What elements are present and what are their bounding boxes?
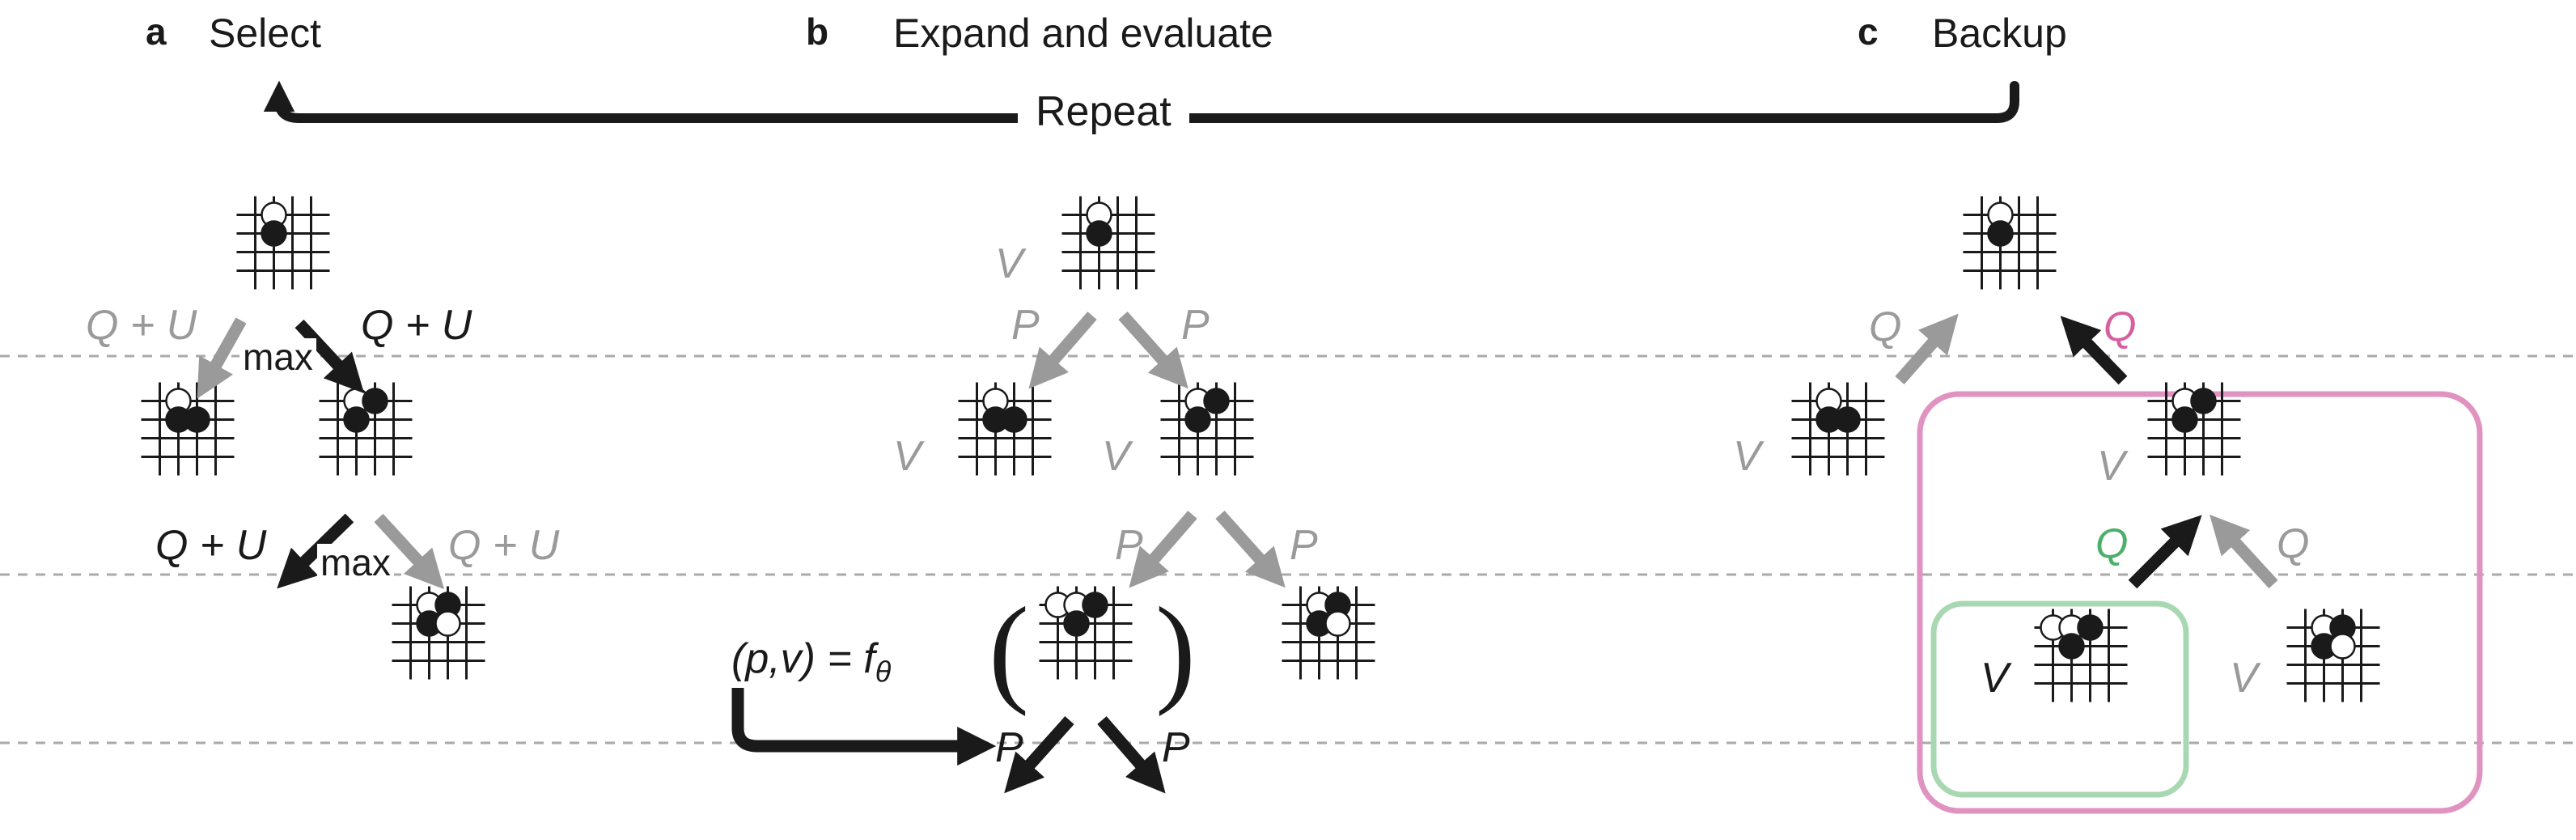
black-stone-icon (2077, 614, 2104, 641)
black-stone-icon (1063, 610, 1090, 637)
black-stone-icon (1184, 406, 1211, 433)
arrow-icon (1215, 510, 1286, 588)
network-formula-lhs: (p,v) = f (731, 635, 875, 682)
go-board-icon (392, 586, 485, 680)
p-label: P (995, 724, 1023, 771)
go-board-icon (958, 382, 1052, 476)
p-label: P (1290, 522, 1318, 569)
max-label: max (317, 544, 394, 581)
go-board-icon (1039, 586, 1133, 680)
go-board-icon (1791, 382, 1885, 476)
black-stone-icon (2058, 633, 2085, 660)
arrow-icon (1097, 716, 1166, 794)
black-stone-icon (2171, 406, 2198, 433)
q-label-leaf: Q (2095, 520, 2129, 567)
v-label: V (2230, 655, 2258, 702)
go-board-icon (141, 382, 235, 476)
network-formula-subscript: θ (875, 655, 892, 689)
v-label: V (995, 240, 1023, 287)
q-label: Q (2277, 520, 2310, 567)
arrow-icon (1118, 311, 1188, 389)
black-stone-icon (1987, 220, 2014, 247)
v-label: V (893, 433, 922, 480)
panel-b-letter: b (806, 11, 829, 53)
network-output-arrow (731, 688, 997, 766)
go-board-icon (1282, 586, 1375, 680)
panel-a-letter: a (146, 11, 167, 53)
q-plus-u-label: Q + U (155, 522, 267, 569)
right-paren: ) (1155, 583, 1196, 717)
tree-arrows (197, 311, 2278, 794)
p-label: P (1011, 302, 1040, 349)
black-stone-icon (1082, 592, 1108, 618)
arrow-icon (1129, 511, 1197, 588)
v-label: V (2097, 443, 2125, 490)
arrow-icon (2210, 514, 2278, 589)
v-label: V (1102, 433, 1130, 480)
black-stone-icon (1001, 406, 1027, 433)
go-board-icon (2034, 609, 2128, 702)
black-stone-icon (1203, 388, 1230, 414)
go-board-icon (2147, 382, 2241, 476)
q-plus-u-label: Q + U (448, 522, 560, 569)
black-stone-icon (184, 406, 210, 433)
go-board-icon (2286, 609, 2380, 702)
q-plus-u-label: Q + U (86, 302, 197, 349)
panel-a-title: Select (209, 11, 321, 56)
max-label: max (239, 338, 316, 375)
v-label-leaf: V (1981, 655, 2009, 702)
white-stone-icon (434, 610, 461, 637)
arrow-icon (197, 317, 247, 399)
go-board-icon (319, 382, 413, 476)
panel-c-letter: c (1858, 11, 1879, 53)
arrow-icon (1895, 313, 1959, 384)
black-stone-icon (1086, 220, 1112, 247)
arrow-icon (1028, 312, 1097, 389)
network-formula: (p,v) = fθ (731, 634, 891, 689)
panel-b-title: Expand and evaluate (893, 11, 1273, 56)
black-stone-icon (343, 406, 370, 433)
go-board-icon (1160, 382, 1254, 476)
leaf-box-green (1930, 600, 2189, 798)
arrow-icon (2128, 515, 2202, 589)
arrow-icon (2060, 316, 2128, 385)
p-label: P (1181, 302, 1210, 349)
black-stone-icon (362, 388, 388, 414)
q-label-backed-up: Q (2104, 303, 2137, 350)
go-boards (141, 196, 2380, 702)
go-board-icon (1061, 196, 1155, 290)
p-label: P (1162, 724, 1190, 771)
panel-c-title: Backup (1932, 11, 2067, 56)
go-board-icon (1963, 196, 2057, 290)
repeat-label: Repeat (1018, 87, 1189, 136)
q-label: Q (1869, 303, 1902, 350)
arrow-icon (374, 513, 444, 590)
black-stone-icon (261, 220, 287, 247)
white-stone-icon (2329, 633, 2356, 660)
go-board-icon (236, 196, 330, 290)
v-label: V (1733, 433, 1761, 480)
black-stone-icon (2190, 388, 2217, 414)
white-stone-icon (1324, 610, 1351, 637)
left-paren: ( (989, 583, 1029, 717)
q-plus-u-label: Q + U (361, 302, 472, 349)
arrow-icon (294, 319, 365, 394)
p-label: P (1115, 522, 1143, 569)
arrow-icon (1004, 715, 1074, 794)
black-stone-icon (1834, 406, 1861, 433)
